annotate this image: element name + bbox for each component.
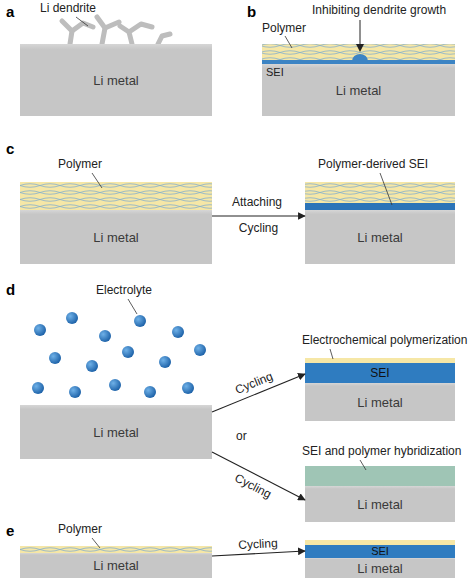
leader-line	[128, 299, 137, 314]
leader-line	[92, 173, 102, 188]
panel-letter: c	[6, 140, 14, 157]
leader-line	[360, 460, 366, 470]
callout-label: Polymer	[58, 158, 102, 172]
li-metal-block: Li metal	[20, 405, 212, 459]
callout-label: Polymer	[58, 523, 102, 537]
separator-word: or	[236, 430, 247, 444]
callout-label: Electrochemical polymerization	[302, 334, 467, 348]
callout-label: SEI and polymer hybridization	[302, 445, 461, 459]
material-label: Li metal	[336, 84, 382, 97]
sei-layer	[305, 203, 455, 210]
li-metal-block: Li metal	[20, 44, 212, 116]
material-label: Li metal	[93, 559, 139, 572]
process-label: Cycling	[238, 536, 278, 550]
callout-label: Electrolyte	[96, 284, 152, 298]
sei-band: SEI	[305, 545, 455, 558]
dendrite	[97, 17, 105, 44]
polymer-layer	[305, 182, 455, 203]
electrolyte-ball	[172, 326, 184, 338]
process-label: Cycling	[239, 222, 278, 234]
electrolyte-ball	[159, 356, 171, 368]
dendrite	[129, 24, 152, 44]
panel-letter: e	[6, 522, 14, 539]
panel-letter: b	[247, 3, 256, 20]
li-metal-block: Li metal	[262, 64, 455, 116]
material-label: Li metal	[357, 562, 403, 575]
material-label: Li metal	[93, 74, 139, 87]
electrolyte-ball	[32, 382, 44, 394]
electrolyte-ball	[122, 346, 134, 358]
panel-letter: d	[6, 281, 15, 298]
callout-label: SEI	[266, 66, 284, 79]
leader-line	[92, 538, 100, 548]
dendrite	[120, 26, 129, 32]
material-label: Li metal	[93, 231, 139, 244]
process-label: Cycling	[233, 471, 273, 500]
callout-label: Inhibiting dendrite growth	[312, 4, 446, 18]
leader-line	[330, 349, 333, 359]
sei-label: SEI	[370, 367, 389, 379]
pointer-arrow	[360, 20, 361, 48]
sei-band: SEI	[305, 363, 455, 383]
electrolyte-ball	[182, 382, 194, 394]
dendrite	[105, 22, 119, 28]
process-arrow	[212, 452, 305, 500]
process-label: Cycling	[234, 370, 275, 396]
polymer-layer	[20, 182, 212, 210]
callout-label: Polymer	[262, 22, 306, 36]
electrolyte-ball	[144, 386, 156, 398]
material-label: Li metal	[357, 498, 403, 511]
callout-label: Polymer-derived SEI	[318, 158, 428, 172]
li-metal-block: Li metal	[305, 210, 455, 264]
electrolyte-ball	[66, 312, 78, 324]
electrolyte-ball	[109, 379, 121, 391]
polymer-layer	[20, 546, 212, 553]
leader-line	[76, 17, 88, 26]
electrolyte-ball	[34, 324, 46, 336]
dendrite	[158, 34, 170, 44]
material-label: Li metal	[357, 396, 403, 409]
leader-line	[285, 36, 292, 48]
pointer-arrowhead	[356, 44, 364, 52]
li-metal-block: Li metal	[305, 558, 455, 578]
callout-label: Li dendrite	[40, 2, 96, 16]
sei-label: SEI	[371, 546, 389, 557]
li-metal-block: Li metal	[305, 486, 455, 522]
leader-line	[380, 173, 392, 205]
electrolyte-ball	[194, 344, 206, 356]
process-label: Attaching	[232, 196, 282, 210]
process-arrow	[212, 551, 305, 556]
li-metal-block: Li metal	[20, 210, 212, 264]
panel-letter: a	[6, 3, 14, 20]
material-label: Li metal	[357, 231, 403, 244]
process-arrow	[212, 215, 305, 216]
electrolyte-ball	[99, 330, 111, 342]
electrolyte-ball	[134, 315, 146, 327]
dendrite	[72, 23, 93, 31]
electrolyte-ball	[69, 386, 81, 398]
li-metal-block: Li metal	[305, 383, 455, 421]
electrolyte-ball	[86, 360, 98, 372]
hybrid-layer	[305, 466, 455, 486]
material-label: Li metal	[93, 426, 139, 439]
li-metal-block: Li metal	[20, 553, 212, 578]
electrolyte-ball	[49, 352, 61, 364]
